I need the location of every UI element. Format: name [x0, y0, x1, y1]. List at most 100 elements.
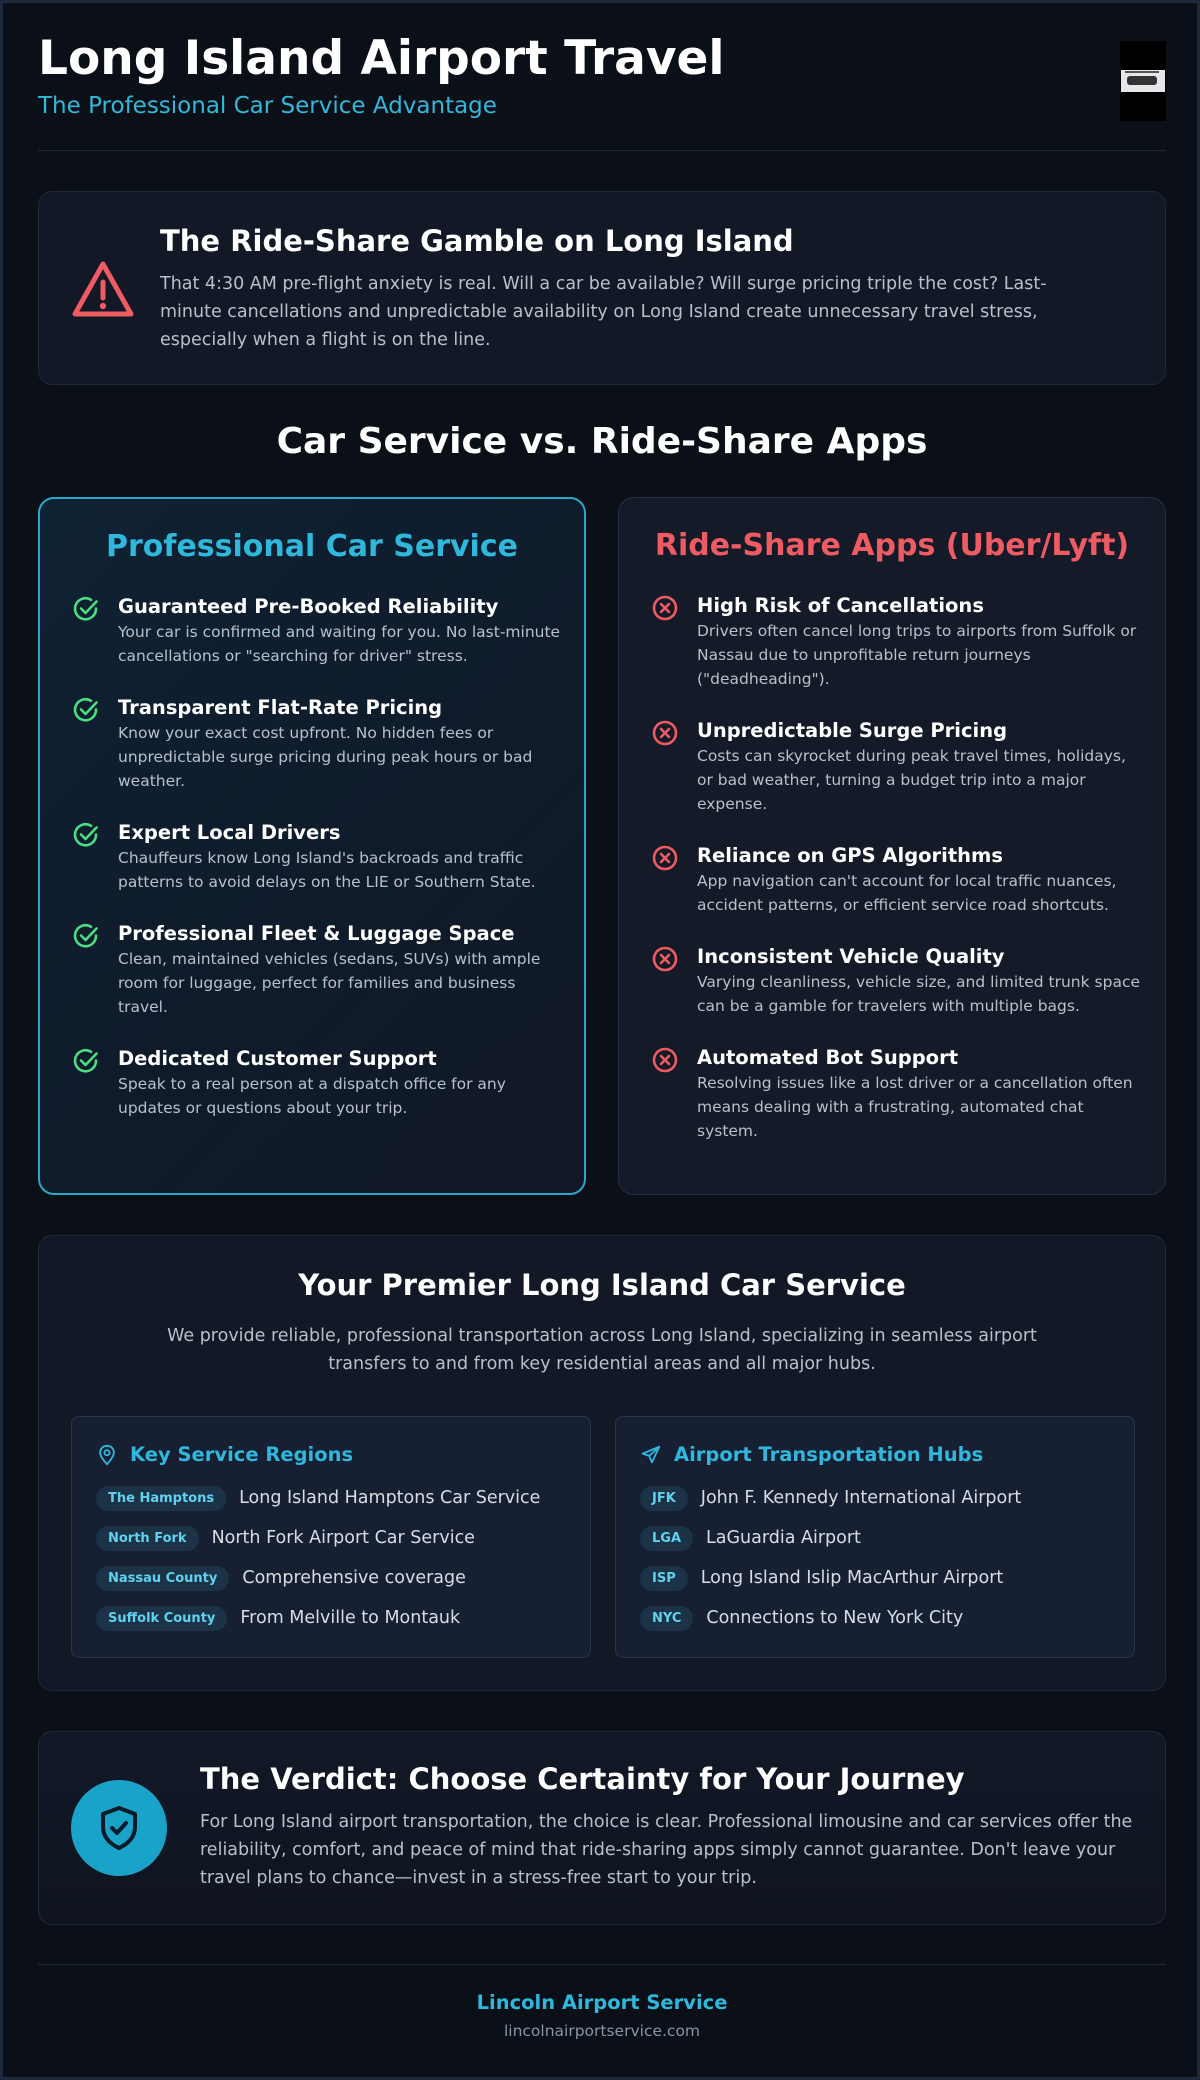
item-title: Unpredictable Surge Pricing: [697, 719, 1008, 742]
check-circle-icon: [73, 697, 98, 722]
hub-text: Connections to New York City: [706, 1608, 964, 1628]
item-title: Professional Fleet & Luggage Space: [118, 922, 515, 945]
item-description: Varying cleanliness, vehicle size, and l…: [697, 973, 1140, 1015]
hub-text: Long Island Islip MacArthur Airport: [700, 1568, 1004, 1588]
item-description: Know your exact cost upfront. No hidden …: [118, 724, 533, 790]
footer-brand: Lincoln Airport Service: [476, 1991, 728, 2014]
ride-share-card: Ride-Share Apps (Uber/Lyft) High Risk of…: [618, 497, 1166, 1195]
airport-hubs-list: JFK John F. Kennedy International Airport…: [640, 1483, 1021, 1643]
x-circle-icon: [652, 720, 678, 746]
airport-hubs-header: Airport Transportation Hubs: [640, 1443, 983, 1466]
region-text: North Fork Airport Car Service: [211, 1528, 475, 1548]
check-circle-icon: [73, 596, 98, 621]
check-circle-icon: [73, 1048, 98, 1073]
x-circle-icon: [652, 946, 678, 972]
item-description: Costs can skyrocket during peak travel t…: [697, 747, 1126, 813]
region-tag: Nassau County: [96, 1565, 230, 1591]
item-title: Expert Local Drivers: [118, 821, 341, 844]
check-circle-icon: [73, 923, 98, 948]
car-logo-icon: [1121, 70, 1165, 92]
car-service-card: Professional Car Service Guaranteed Pre-…: [38, 497, 586, 1195]
item-title: Automated Bot Support: [697, 1046, 959, 1069]
ride-share-heading: Ride-Share Apps (Uber/Lyft): [654, 528, 1130, 563]
x-circle-icon: [652, 1047, 678, 1073]
item-description: App navigation can't account for local t…: [697, 872, 1117, 914]
premier-section: Your Premier Long Island Car Service We …: [38, 1235, 1166, 1691]
hub-tag: LGA: [640, 1525, 694, 1551]
service-regions-heading: Key Service Regions: [130, 1443, 354, 1466]
verdict-body: For Long Island airport transportation, …: [200, 1812, 1133, 1888]
region-tag: The Hamptons: [96, 1485, 227, 1511]
region-tag: North Fork: [96, 1525, 199, 1551]
premier-intro: We provide reliable, professional transp…: [167, 1326, 1037, 1374]
hub-row: ISP Long Island Islip MacArthur Airport: [640, 1563, 1021, 1593]
page-title: Long Island Airport Travel: [38, 31, 725, 86]
page-subtitle: The Professional Car Service Advantage: [38, 93, 497, 120]
verdict-card: The Verdict: Choose Certainty for Your J…: [38, 1731, 1166, 1925]
logo: [1120, 41, 1166, 121]
region-text: Long Island Hamptons Car Service: [239, 1488, 541, 1508]
item-description: Speak to a real person at a dispatch off…: [118, 1075, 506, 1117]
item-title: Reliance on GPS Algorithms: [697, 844, 1003, 867]
item-title: High Risk of Cancellations: [697, 594, 984, 617]
comparison-title: Car Service vs. Ride-Share Apps: [276, 421, 928, 462]
plane-icon: [641, 1445, 661, 1463]
region-text: Comprehensive coverage: [242, 1568, 466, 1588]
item-title: Dedicated Customer Support: [118, 1047, 437, 1070]
hub-row: LGA LaGuardia Airport: [640, 1523, 1021, 1553]
item-title: Transparent Flat-Rate Pricing: [118, 696, 443, 719]
service-regions-card: Key Service Regions The Hamptons Long Isl…: [71, 1416, 591, 1658]
item-description: Your car is confirmed and waiting for yo…: [118, 623, 561, 665]
alert-body: That 4:30 AM pre-flight anxiety is real.…: [160, 274, 1047, 350]
x-circle-icon: [652, 595, 678, 621]
airport-hubs-heading: Airport Transportation Hubs: [674, 1443, 984, 1466]
map-pin-icon: [99, 1444, 115, 1465]
region-row: Suffolk County From Melville to Montauk: [96, 1603, 540, 1633]
hub-tag: JFK: [640, 1485, 688, 1511]
item-description: Resolving issues like a lost driver or a…: [697, 1074, 1133, 1140]
car-service-heading: Professional Car Service: [106, 529, 518, 564]
verdict-badge: [71, 1780, 167, 1876]
shield-check-icon: [101, 1806, 137, 1850]
verdict-title: The Verdict: Choose Certainty for Your J…: [200, 1762, 965, 1796]
check-circle-icon: [73, 822, 98, 847]
alert-card: The Ride-Share Gamble on Long Island Tha…: [38, 191, 1166, 385]
hub-tag: ISP: [640, 1565, 688, 1591]
header: Long Island Airport Travel The Professio…: [38, 31, 1166, 151]
region-row: North Fork North Fork Airport Car Service: [96, 1523, 540, 1553]
alert-title: The Ride-Share Gamble on Long Island: [160, 224, 794, 258]
hub-row: NYC Connections to New York City: [640, 1603, 1021, 1633]
footer: Lincoln Airport Service lincolnairportse…: [38, 1964, 1166, 2064]
warning-triangle-icon: [72, 261, 134, 317]
service-regions-header: Key Service Regions: [96, 1443, 353, 1466]
hub-tag: NYC: [640, 1605, 694, 1631]
service-regions-list: The Hamptons Long Island Hamptons Car Ser…: [96, 1483, 540, 1643]
region-row: The Hamptons Long Island Hamptons Car Ser…: [96, 1483, 540, 1513]
region-row: Nassau County Comprehensive coverage: [96, 1563, 540, 1593]
hub-text: John F. Kennedy International Airport: [700, 1488, 1022, 1508]
region-text: From Melville to Montauk: [240, 1608, 461, 1628]
hub-text: LaGuardia Airport: [706, 1528, 861, 1548]
hub-row: JFK John F. Kennedy International Airport: [640, 1483, 1021, 1513]
region-tag: Suffolk County: [96, 1605, 228, 1631]
item-description: Drivers often cancel long trips to airpo…: [697, 622, 1137, 688]
premier-title: Your Premier Long Island Car Service: [298, 1268, 906, 1302]
item-title: Guaranteed Pre-Booked Reliability: [118, 595, 499, 618]
item-description: Clean, maintained vehicles (sedans, SUVs…: [118, 950, 541, 1016]
item-title: Inconsistent Vehicle Quality: [697, 945, 1005, 968]
airport-hubs-card: Airport Transportation Hubs JFK John F. K…: [615, 1416, 1135, 1658]
footer-url[interactable]: lincolnairportservice.com: [503, 2022, 701, 2040]
